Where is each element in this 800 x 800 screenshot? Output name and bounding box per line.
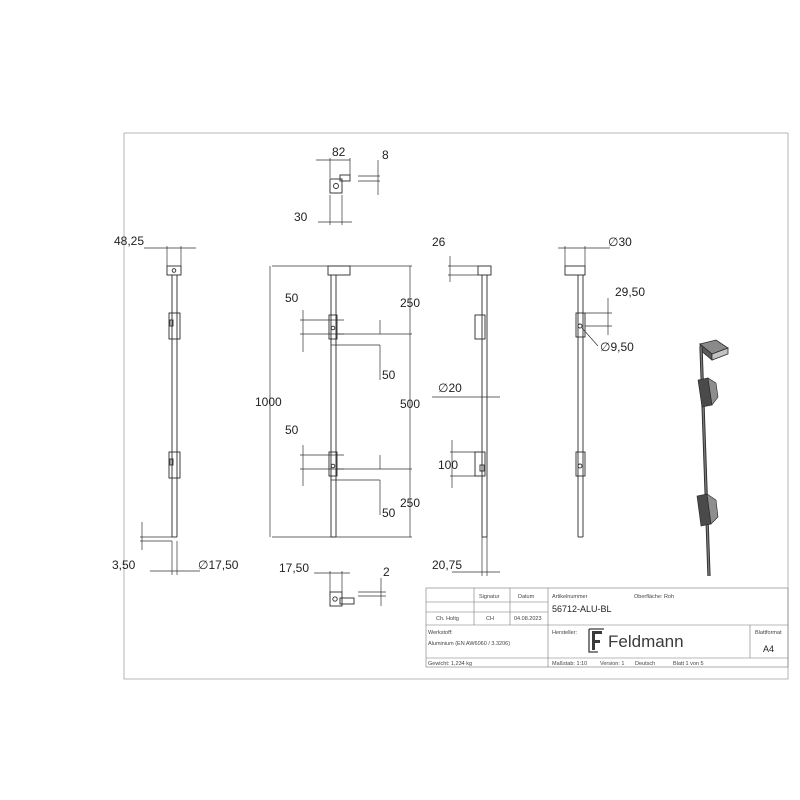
middle-front-view	[269, 265, 412, 538]
bottom-detail-view	[314, 571, 386, 607]
title-date-label: Datum	[518, 594, 535, 600]
left-view	[140, 246, 200, 575]
feldmann-logo-icon	[588, 628, 604, 653]
title-material-label: Werkstoff:	[428, 630, 453, 636]
dim-top-view-width: 82	[332, 145, 346, 159]
dim-side-hole: ∅9,50	[600, 340, 634, 354]
dim-bottom-view-thickness: 2	[383, 565, 390, 579]
dim-side-offset: 29,50	[615, 285, 645, 299]
title-signature-value: CH	[486, 616, 494, 622]
title-article-label: Artikelnummer	[552, 594, 588, 600]
title-sheet: Blatt 1 von 5	[673, 661, 704, 667]
dim-top-view-thickness: 8	[382, 148, 389, 162]
title-version: Version: 1	[600, 661, 624, 667]
dim-right-dia: ∅20	[438, 381, 462, 395]
title-sheet-format-label: Blattformat	[755, 630, 782, 636]
dim-right-segment: 100	[438, 458, 458, 472]
title-block	[425, 587, 789, 668]
brand-name: Feldmann	[608, 632, 684, 651]
dim-left-dia: ∅17,50	[198, 558, 239, 572]
dim-mid-spacing1: 50	[285, 291, 299, 305]
dim-bottom-view-width: 17,50	[279, 561, 309, 575]
right-side-view	[432, 256, 500, 576]
isometric-view	[696, 339, 729, 577]
dim-mid-total: 1000	[255, 395, 282, 409]
title-sheet-format: A4	[763, 644, 774, 654]
dim-mid-spacing2: 50	[285, 423, 299, 437]
far-side-view	[558, 246, 612, 538]
title-signature-label: Signatur	[479, 594, 500, 600]
dim-mid-lower: 250	[400, 496, 420, 510]
dim-right-top: 26	[432, 235, 446, 249]
title-weight: Gewicht: 1,234 kg	[428, 661, 472, 667]
title-language: Deutsch	[635, 661, 655, 667]
top-detail-view	[316, 158, 380, 225]
dim-mid-upper: 250	[400, 296, 420, 310]
title-manufacturer-label: Hersteller:	[552, 630, 578, 636]
dim-left-end: 3,50	[112, 558, 136, 572]
dim-mid-offset2: 50	[382, 506, 396, 520]
title-article-number: 56712-ALU-BL	[552, 604, 612, 614]
dim-mid-offset1: 50	[382, 368, 396, 382]
dim-right-bottom: 20,75	[432, 558, 462, 572]
title-material-value: Aluminium (EN AW6060 / 3.3206)	[428, 641, 510, 647]
title-scale: Maßstab: 1:10	[552, 661, 587, 667]
title-created: Ch. Holtg	[436, 616, 459, 622]
dim-mid-middle: 500	[400, 397, 420, 411]
drawing-frame	[123, 132, 789, 680]
dim-left-width: 48,25	[114, 234, 144, 248]
dim-side-dia-top: ∅30	[608, 235, 632, 249]
title-surface-label: Oberfläche: Roh	[634, 594, 674, 600]
dim-top-view-height: 30	[294, 210, 308, 224]
title-date-value: 04.08.2023	[514, 616, 542, 622]
